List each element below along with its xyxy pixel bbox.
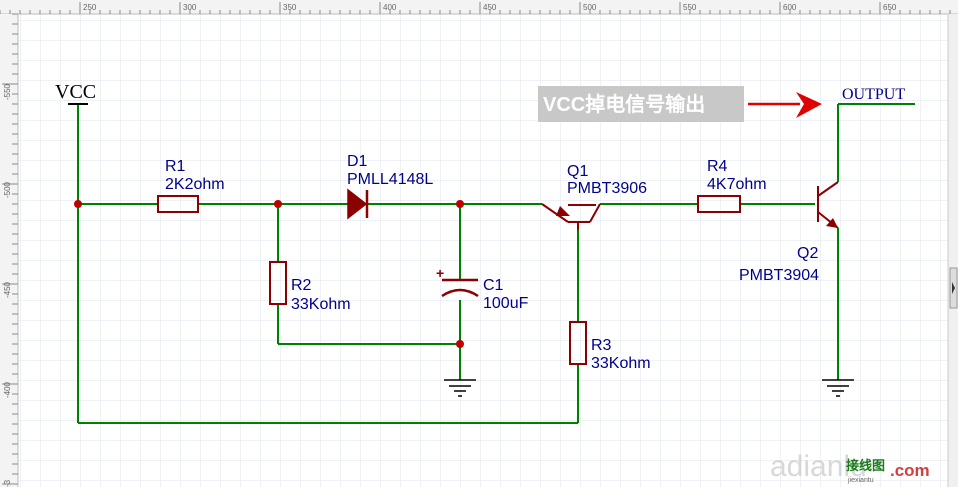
c1-designator: C1 xyxy=(483,277,504,294)
c1-value: 100uF xyxy=(483,295,529,312)
ruler-label: 400 xyxy=(383,3,397,12)
resistor-r1[interactable]: R1 2K2ohm xyxy=(157,158,225,213)
resistor-r3[interactable]: R3 33Kohm xyxy=(569,321,651,372)
vcc-label: VCC xyxy=(55,81,96,103)
top-ruler: 250 300 350 400 450 500 550 600 650 xyxy=(0,0,958,15)
q1-value: PMBT3906 xyxy=(567,180,647,197)
annotation-text: VCC掉电信号输出 xyxy=(543,92,705,116)
r1-designator: R1 xyxy=(165,158,186,175)
ground-icon xyxy=(822,379,854,397)
c1-plus-icon: + xyxy=(436,265,444,281)
q1-designator: Q1 xyxy=(567,163,588,180)
watermark: adianlu 接线图 jiexiantu .com xyxy=(770,450,930,484)
d1-designator: D1 xyxy=(347,153,368,170)
r3-designator: R3 xyxy=(591,337,612,354)
ruler-label: -500 xyxy=(3,181,12,198)
ruler-label: 550 xyxy=(683,3,697,12)
resistor-r2[interactable]: R2 33Kohm xyxy=(269,261,351,313)
junction-dot xyxy=(456,200,464,208)
ruler-label: -3 xyxy=(3,479,12,487)
ruler-label: 650 xyxy=(883,3,897,12)
watermark-text: adianlu xyxy=(770,450,867,483)
r4-designator: R4 xyxy=(707,158,728,175)
d1-value: PMLL4148L xyxy=(347,171,433,188)
arrow-head-icon xyxy=(796,92,822,118)
right-scrollbar[interactable] xyxy=(947,14,958,487)
ruler-label: 350 xyxy=(283,3,297,12)
ruler-label: 600 xyxy=(783,3,797,12)
vcc-power-port[interactable]: VCC xyxy=(55,81,96,105)
capacitor-c1[interactable]: + C1 100uF xyxy=(436,265,529,312)
transistor-q1[interactable]: Q1 PMBT3906 xyxy=(541,163,647,230)
ruler-label: 450 xyxy=(483,3,497,12)
r2-value: 33Kohm xyxy=(291,296,351,313)
diode-d1[interactable]: D1 PMLL4148L xyxy=(347,153,433,220)
wires xyxy=(77,103,915,424)
junction-dot xyxy=(74,200,82,208)
ruler-label: -450 xyxy=(3,281,12,298)
junction-dot xyxy=(274,200,282,208)
watermark-logo-com: .com xyxy=(890,461,930,480)
annotation: VCC掉电信号输出 xyxy=(538,86,822,122)
annotation-box xyxy=(538,86,744,122)
r1-value: 2K2ohm xyxy=(165,176,225,193)
ruler-label: -400 xyxy=(3,381,12,398)
ruler-label: 250 xyxy=(83,3,97,12)
left-ruler: -550 -500 -450 -400 -3 xyxy=(0,13,19,487)
q2-value: PMBT3904 xyxy=(739,267,819,284)
ruler-label: -550 xyxy=(3,83,12,100)
ruler-label: 500 xyxy=(583,3,597,12)
transistor-q2[interactable]: Q2 PMBT3904 xyxy=(739,181,839,284)
ruler-label: 300 xyxy=(183,3,197,12)
q2-emitter-arrow-icon xyxy=(826,218,838,228)
r4-value: 4K7ohm xyxy=(707,176,767,193)
r3-value: 33Kohm xyxy=(591,355,651,372)
watermark-logo-cn: 接线图 xyxy=(846,458,885,473)
q2-designator: Q2 xyxy=(797,245,818,262)
junction-dot xyxy=(456,340,464,348)
grid-background xyxy=(18,14,948,487)
watermark-logo-latin: jiexiantu xyxy=(847,477,874,484)
junctions xyxy=(74,200,464,348)
q1-emitter-arrow-icon xyxy=(556,206,570,216)
resistor-r4[interactable]: R4 4K7ohm xyxy=(697,158,767,213)
r2-designator: R2 xyxy=(291,277,312,294)
ground-icon xyxy=(444,379,476,397)
output-net-label[interactable]: OUTPUT xyxy=(842,86,905,103)
